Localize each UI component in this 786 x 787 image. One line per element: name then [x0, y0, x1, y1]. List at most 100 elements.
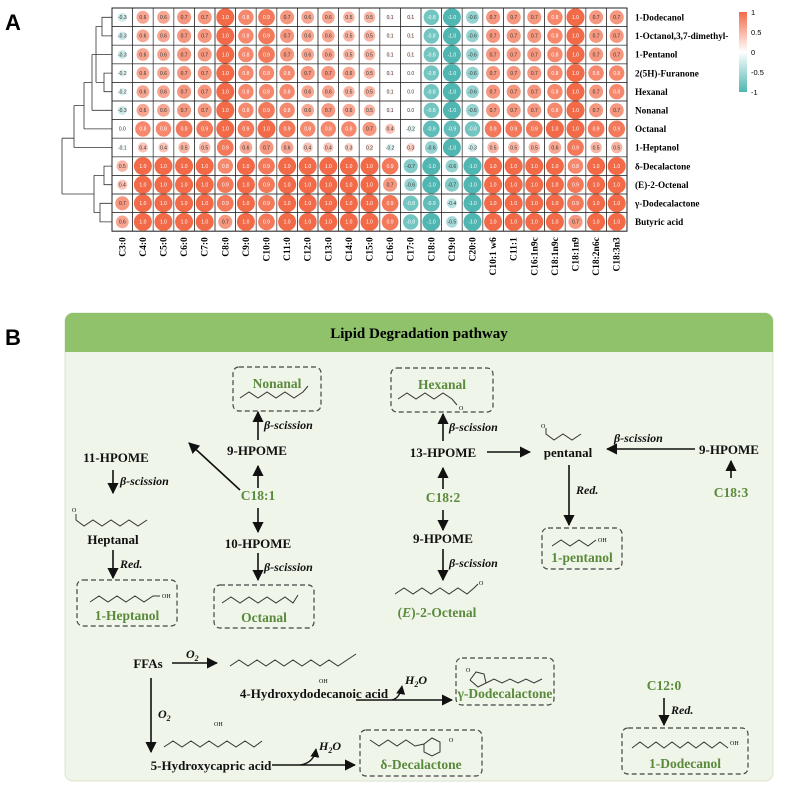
correlation-circle	[158, 142, 169, 153]
h2o-label-2: H2O	[318, 739, 341, 755]
cell-value-label: 0.5	[119, 164, 126, 170]
cell-value-label: -0.8	[406, 220, 415, 226]
cell-value-label: 0.8	[551, 71, 558, 77]
cell-value-label: 0.8	[551, 52, 558, 58]
correlation-circle	[446, 216, 458, 228]
svg-text:OH: OH	[598, 538, 607, 544]
cell-value-label: 1.0	[222, 127, 229, 133]
correlation-circle	[506, 10, 521, 25]
correlation-circle	[258, 176, 275, 194]
correlation-circle	[302, 142, 313, 153]
cell-value-label: -0.6	[427, 145, 436, 151]
colorbar-tick-label: -1	[751, 88, 758, 97]
correlation-circle	[278, 212, 297, 231]
cell-value-label: -0.9	[427, 127, 436, 133]
correlation-circle	[547, 102, 563, 119]
cell-value-label: 0.7	[593, 15, 600, 21]
cell-value-label: -0.2	[118, 90, 127, 96]
correlation-circle	[279, 84, 295, 100]
cell-value-label: 1.0	[242, 201, 249, 207]
correlation-circle	[609, 10, 624, 25]
correlation-circle	[321, 10, 335, 24]
cell-value-label: 0.0	[119, 127, 126, 133]
correlation-circle	[422, 212, 441, 231]
cell-value-label: 0.6	[304, 108, 311, 114]
correlation-circle	[423, 28, 439, 44]
cell-value-label: 1.0	[304, 201, 311, 207]
cell-value-label: 0.8	[242, 90, 249, 96]
correlation-circle	[257, 119, 276, 138]
correlation-circle	[236, 175, 255, 194]
correlation-circle	[486, 66, 501, 81]
cell-value-label: 0.8	[613, 90, 620, 96]
cell-value-label: 0.0	[407, 90, 414, 96]
correlation-circle	[528, 141, 541, 154]
correlation-circle	[339, 194, 358, 213]
red-label-3: Red.	[670, 703, 693, 717]
correlation-circle	[117, 12, 127, 22]
correlation-circle	[177, 66, 192, 81]
correlation-circle	[486, 47, 501, 62]
cell-value-label: 0.1	[387, 52, 394, 58]
correlation-circle	[484, 194, 503, 213]
correlation-circle	[339, 175, 358, 194]
cell-value-label: 0.6	[304, 34, 311, 40]
column-label: C5:0	[160, 237, 170, 257]
correlation-circle	[197, 10, 212, 25]
correlation-circle	[278, 157, 297, 176]
correlation-circle	[118, 69, 127, 77]
heptanol-box	[76, 579, 178, 627]
correlation-circle	[136, 103, 150, 117]
cell-value-label: 0.9	[593, 127, 600, 133]
cell-value-label: 1.0	[139, 201, 146, 207]
cell-value-label: 1.0	[284, 201, 291, 207]
correlation-circle	[545, 157, 564, 176]
correlation-circle	[298, 194, 317, 213]
row-label: Octanal	[635, 124, 667, 134]
correlation-circle	[608, 120, 626, 138]
row-label: Butyric acid	[635, 217, 683, 227]
nonanal-box	[232, 366, 322, 412]
cell-value-label: 0.7	[593, 34, 600, 40]
cell-value-label: 0.7	[613, 34, 620, 40]
cell-value-label: 0.6	[325, 90, 332, 96]
correlation-circle	[386, 88, 394, 95]
correlation-circle	[609, 47, 624, 62]
correlation-circle	[301, 10, 315, 24]
correlation-circle	[609, 103, 624, 118]
cell-value-label: 1.0	[345, 183, 352, 189]
cell-value-label: 0.1	[387, 34, 394, 40]
cell-value-label: -0.3	[118, 52, 127, 58]
beta-scission-label-6: β-scission	[613, 431, 663, 445]
cell-value-label: 1.0	[284, 183, 291, 189]
svg-text:O: O	[459, 406, 464, 412]
correlation-circle	[486, 28, 501, 43]
correlation-circle	[133, 175, 152, 194]
cell-value-label: 0.7	[613, 52, 620, 58]
cell-value-label: 0.1	[407, 34, 414, 40]
correlation-circle	[136, 85, 150, 99]
cell-value-label: 0.4	[325, 145, 332, 151]
correlation-circle	[568, 214, 583, 229]
cell-value-label: -0.8	[427, 52, 436, 58]
cell-value-label: 0.6	[325, 15, 332, 21]
correlation-circle	[589, 103, 604, 118]
cell-value-label: 0.7	[613, 108, 620, 114]
correlation-circle	[505, 120, 523, 138]
correlation-circle	[547, 46, 563, 63]
correlation-circle	[566, 82, 585, 101]
correlation-circle	[589, 10, 604, 25]
column-label: C8:0	[221, 237, 231, 257]
correlation-circle	[386, 69, 394, 77]
correlation-circle	[506, 103, 521, 118]
beta-scission-label-1: β-scission	[263, 418, 313, 432]
correlation-circle	[237, 120, 255, 138]
cell-value-label: 0.7	[181, 90, 188, 96]
cell-value-label: 0.7	[572, 220, 579, 226]
correlation-circle	[341, 121, 357, 137]
column-label: C19:0	[448, 237, 458, 262]
correlation-circle	[422, 194, 440, 212]
cell-value-label: 0.7	[510, 34, 517, 40]
cell-value-label: 0.6	[160, 15, 167, 21]
